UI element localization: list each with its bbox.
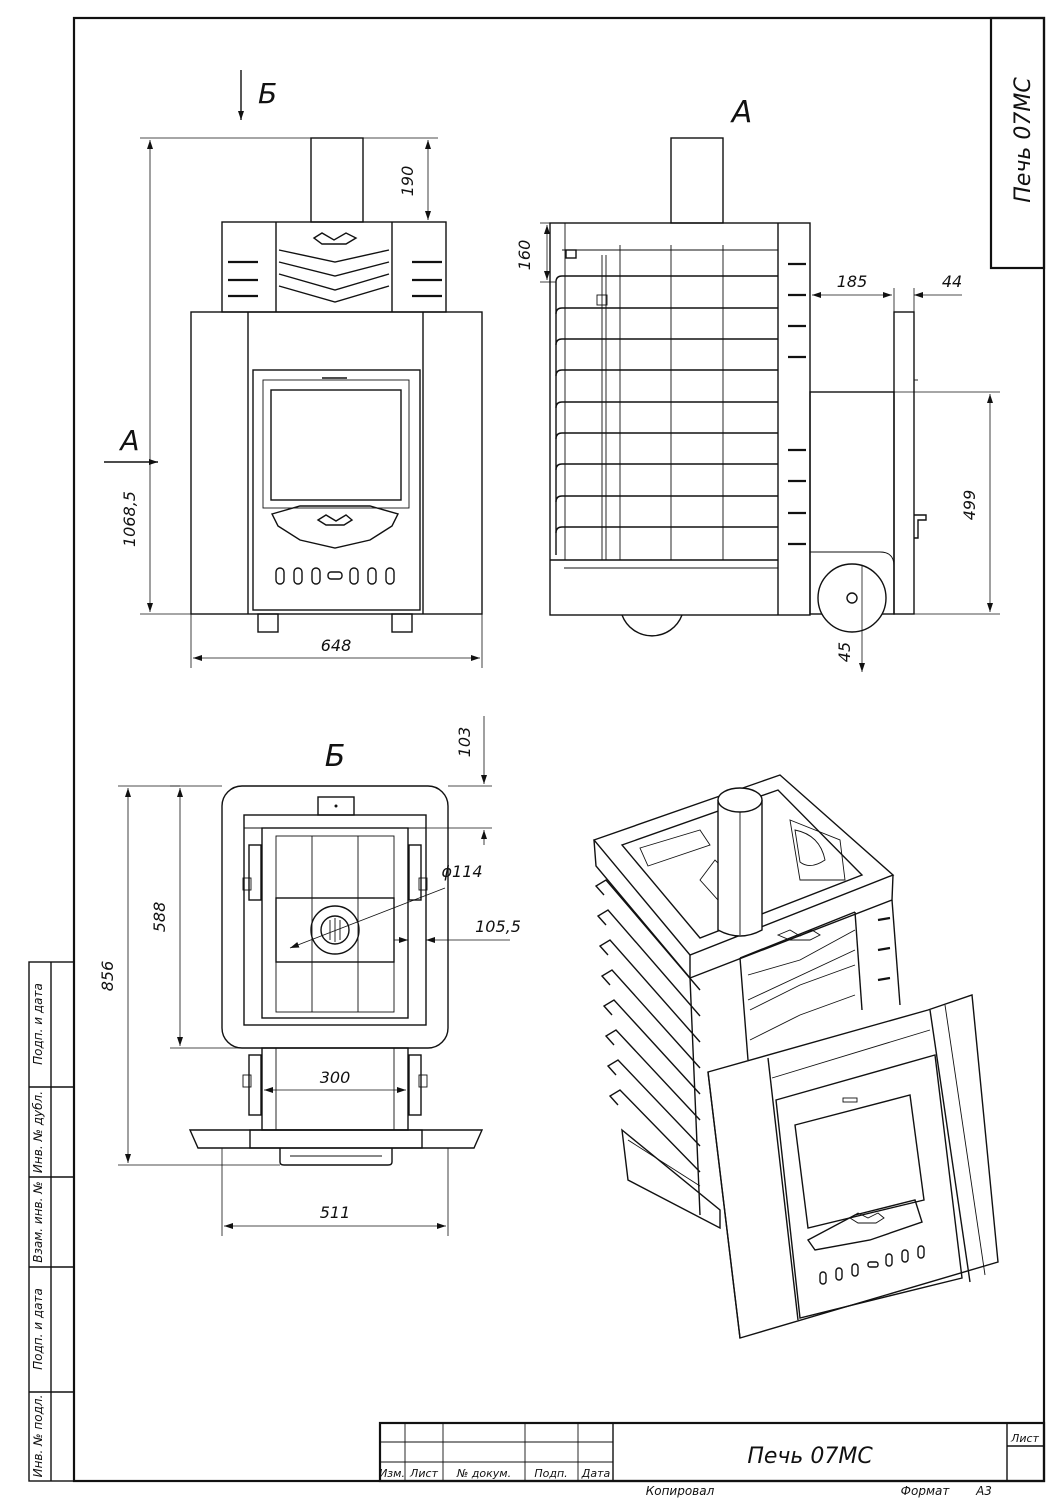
vertical-title: Печь 07МС: [1011, 77, 1036, 203]
dim-top-105: 105,5: [475, 917, 521, 936]
tb-name: Печь 07МС: [747, 1444, 873, 1469]
isometric-view: [592, 774, 999, 1339]
strip-label: Инв. № подл.: [31, 1395, 45, 1478]
strip-label: Инв. № дубл.: [31, 1091, 45, 1173]
dim-top-300: 300: [320, 1068, 351, 1087]
tb-col-sheet: Лист: [409, 1467, 438, 1480]
tb-col-sign: Подп.: [534, 1467, 567, 1480]
dim-side-top: 160: [515, 240, 534, 271]
top-view: Б: [98, 716, 521, 1236]
side-arrow-mark: А: [118, 424, 139, 457]
tb-col-change: Изм.: [379, 1467, 405, 1480]
top-view-label: Б: [325, 739, 346, 774]
dim-side-44: 44: [942, 272, 962, 291]
strip-label: Подп. и дата: [31, 983, 45, 1065]
title-block: Изм. Лист № докум. Подп. Дата Печь 07МС …: [378, 1421, 1046, 1498]
dim-side-499: 499: [960, 490, 979, 521]
tb-format-value: А3: [975, 1484, 992, 1498]
tb-col-docnum: № докум.: [456, 1467, 511, 1480]
dim-side-185: 185: [837, 272, 868, 291]
dim-front-width: 648: [321, 636, 352, 655]
strip-label: Подп. и дата: [31, 1288, 45, 1370]
tb-format-label: Формат: [901, 1484, 951, 1498]
dim-top-856: 856: [98, 961, 117, 992]
tb-col-date: Дата: [581, 1467, 611, 1480]
strip-label: Взам. инв. №: [31, 1181, 45, 1262]
front-view: Б: [104, 70, 483, 668]
side-strip: Подп. и дата Инв. № дубл. Взам. инв. № П…: [28, 961, 75, 1482]
dim-top-diameter: ϕ114: [441, 862, 482, 881]
dim-top-588: 588: [150, 902, 169, 933]
dim-top-511: 511: [320, 1203, 351, 1222]
front-section-mark: Б: [258, 77, 277, 110]
tb-sheet-label: Лист: [1010, 1432, 1039, 1445]
dim-front-height: 1068,5: [120, 491, 139, 547]
dim-front-chimney: 190: [398, 166, 417, 197]
tb-copied: Копировал: [646, 1484, 715, 1498]
side-view-label: А: [730, 95, 753, 130]
side-view: А: [515, 95, 1000, 672]
dim-top-103: 103: [455, 727, 474, 758]
dim-side-45: 45: [835, 642, 854, 662]
